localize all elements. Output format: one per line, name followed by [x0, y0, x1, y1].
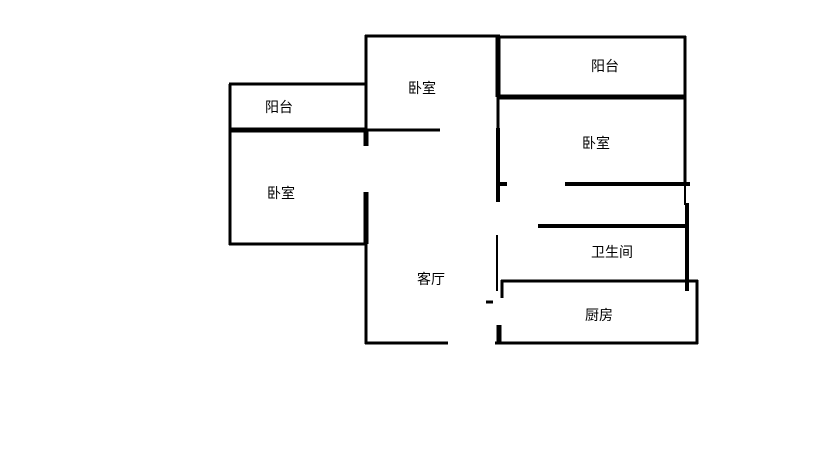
- room-label-bedroom-top: 卧室: [408, 81, 436, 97]
- room-label-balcony-right: 阳台: [591, 59, 619, 75]
- room-label-balcony-left: 阳台: [265, 100, 293, 116]
- room-label-bedroom-right: 卧室: [582, 136, 610, 152]
- room-label-kitchen: 厨房: [585, 308, 613, 324]
- room-label-living-room: 客厅: [417, 272, 445, 288]
- room-label-bedroom-left: 卧室: [267, 186, 295, 202]
- room-label-bathroom: 卫生间: [591, 245, 633, 261]
